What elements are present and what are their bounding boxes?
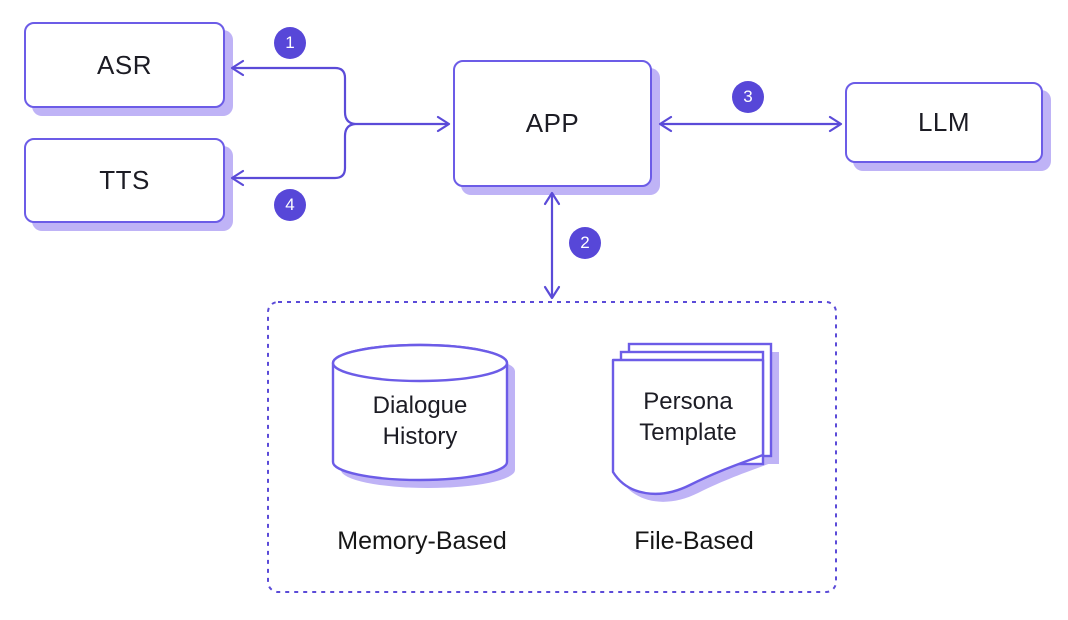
flow-badge-4: 4 bbox=[274, 189, 306, 221]
node-llm: LLM bbox=[845, 82, 1043, 163]
node-llm-label: LLM bbox=[917, 107, 971, 137]
arrow-app-storage bbox=[543, 191, 561, 300]
database-item-label: Dialogue History bbox=[372, 392, 468, 450]
node-tts: TTS bbox=[24, 138, 225, 223]
node-asr-label: ASR bbox=[97, 49, 152, 80]
node-app-label: APP bbox=[525, 108, 580, 138]
arrowhead-into-asr bbox=[230, 59, 245, 77]
memory-based-label: Memory-Based bbox=[337, 527, 507, 555]
node-app: APP bbox=[453, 60, 652, 187]
connector-app-asr-tts bbox=[230, 59, 451, 187]
flow-badge-1: 1 bbox=[274, 27, 306, 59]
arrowhead-into-tts bbox=[230, 169, 245, 187]
node-tts-label: TTS bbox=[99, 165, 150, 195]
document-item-label: Persona Template bbox=[639, 388, 737, 446]
flow-badge-3: 3 bbox=[732, 81, 764, 113]
file-based-label: File-Based bbox=[634, 527, 754, 555]
flow-badge-2: 2 bbox=[569, 227, 601, 259]
arrowhead-into-app-left bbox=[436, 115, 451, 133]
node-asr: ASR bbox=[24, 22, 225, 108]
arrow-app-llm bbox=[658, 115, 843, 133]
